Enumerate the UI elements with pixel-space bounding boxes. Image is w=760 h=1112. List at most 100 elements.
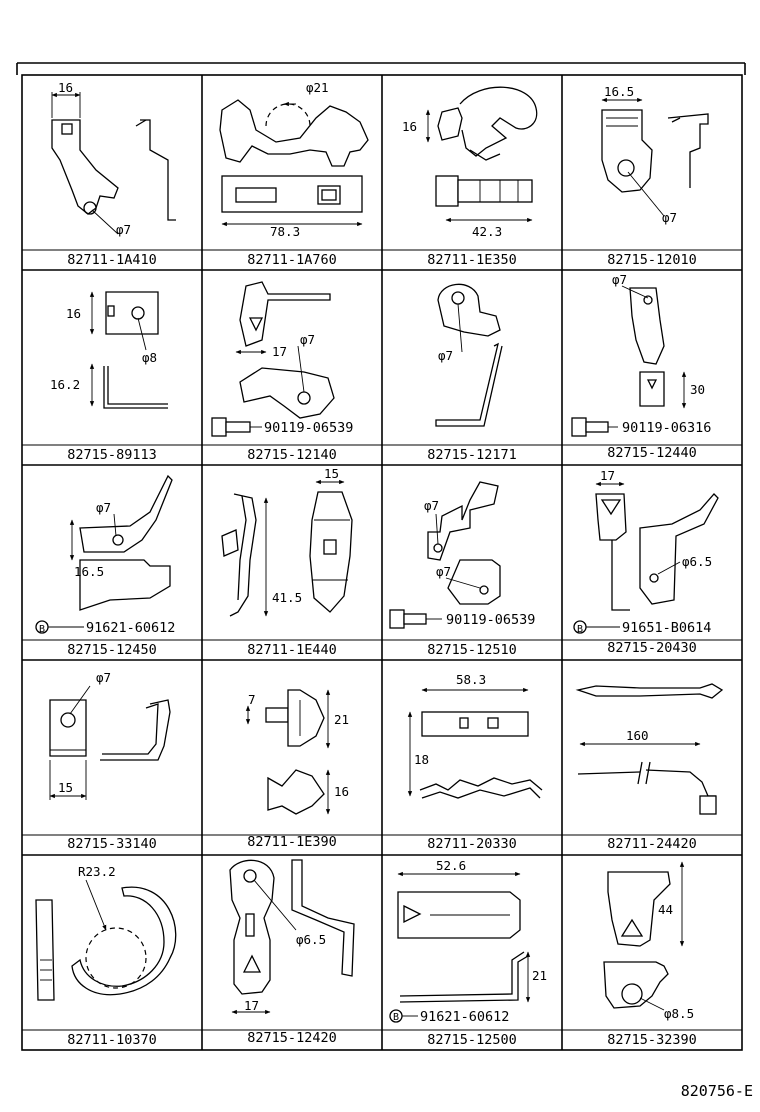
clip-drawing	[419, 711, 543, 799]
dim-radius: R23.2	[78, 864, 116, 879]
marker-badge: B	[573, 620, 587, 635]
marker-badge: B	[35, 620, 49, 635]
dim-width: 16	[58, 80, 73, 95]
svg-text:B: B	[39, 624, 45, 635]
dim-height: 21	[334, 712, 349, 727]
part-number: 82715-12450	[67, 642, 156, 658]
dim-length: 78.3	[270, 224, 300, 239]
bracket-drawing	[601, 109, 709, 193]
cell-82711-1E350: 16 42.3 82711-1E350	[402, 86, 538, 268]
cell-82715-12010: 16.5 φ7 82715-12010	[601, 84, 709, 268]
dim-height: 16	[402, 119, 417, 134]
part-number: 82715-12510	[427, 642, 516, 658]
part-number: 82715-33140	[67, 836, 156, 852]
dim-length: 160	[626, 728, 649, 743]
dim-hole: φ7	[424, 498, 439, 513]
svg-text:B: B	[577, 624, 583, 635]
dim-height: 16	[66, 306, 81, 321]
dim-hole: φ6.5	[682, 554, 712, 569]
cell-82715-12450: φ7 16.5 B 91621-60612 82715-12450	[35, 474, 175, 658]
bracket-drawing	[389, 481, 501, 629]
clamp-drawing	[219, 99, 369, 213]
cell-82711-20330: 58.3 18 82711-20330	[407, 672, 543, 852]
cell-82711-1A410: 16 φ7 82711-1A410	[51, 80, 176, 268]
part-number: 82711-1A410	[67, 252, 156, 268]
part-number: 82715-12500	[427, 1032, 516, 1048]
part-number: 82715-32390	[607, 1032, 696, 1048]
dim-width: 17	[272, 344, 287, 359]
part-number: 82711-20330	[427, 836, 516, 852]
bolt-part-number: 90119-06539	[446, 612, 535, 628]
part-number: 82711-1E440	[247, 642, 336, 658]
part-number: 82715-12440	[607, 445, 696, 461]
dim-hole: φ8.5	[664, 1006, 694, 1021]
part-number: 82715-89113	[67, 447, 156, 463]
part-number: 82711-1A760	[247, 252, 336, 268]
dim-hole: φ7	[116, 222, 131, 237]
bolt-part-number: 90119-06316	[622, 420, 711, 436]
dim-width: 15	[58, 780, 73, 795]
bolt-part-number: 90119-06539	[264, 420, 353, 436]
clip-drawing	[221, 491, 353, 617]
cell-82715-12500: 52.6 21 B 91621-60612 82715-12500	[389, 858, 547, 1048]
dim-diameter: φ21	[306, 80, 329, 95]
clamp-drawing	[51, 119, 176, 221]
dim-length: 41.5	[272, 590, 302, 605]
bolt-icon	[571, 417, 609, 437]
sheet-code: 820756-E	[681, 1082, 753, 1100]
cell-82715-12510: φ7 φ7 90119-06539 82715-12510	[389, 481, 535, 658]
cell-82711-1E390: 7 21 16 82711-1E390	[245, 689, 349, 850]
dim-length: 52.6	[436, 858, 466, 873]
dim-height-2: 16	[334, 784, 349, 799]
bracket-drawing	[103, 291, 168, 409]
part-number: 82715-12420	[247, 1030, 336, 1046]
dim-width: 16.5	[604, 84, 634, 99]
cell-82715-33140: φ7 15 82715-33140	[49, 670, 171, 852]
dim-hole: φ7	[662, 210, 677, 225]
cell-82711-1E440: 15 41.5 82711-1E440	[221, 466, 353, 658]
dim-length: 42.3	[472, 224, 502, 239]
bolt-icon	[211, 417, 251, 437]
cell-82715-89113: 16 φ8 16.2 82715-89113	[50, 291, 168, 463]
cell-82715-12440: φ7 30 90119-06316 82715-12440	[571, 272, 711, 461]
cell-82715-20430: 17 φ6.5 B 91651-B0614 82715-20430	[573, 468, 719, 656]
bracket-drawing	[397, 891, 529, 1003]
grid-frame	[16, 62, 746, 1051]
bracket-drawing	[211, 281, 335, 437]
dim-height: 30	[690, 382, 705, 397]
dim-hole: φ7	[438, 348, 453, 363]
dim-hole: φ7	[96, 500, 111, 515]
clip-drawing	[435, 86, 538, 207]
bracket-drawing	[79, 474, 173, 611]
bracket-drawing	[49, 699, 171, 761]
dim-height: 18	[414, 752, 429, 767]
dim-hole: φ6.5	[296, 932, 326, 947]
dim-width: 15	[324, 466, 339, 481]
fastener-part-number: 91621-60612	[86, 620, 175, 636]
dim-hole: φ7	[300, 332, 315, 347]
dim-height: 44	[658, 902, 673, 917]
dim-hole: φ7	[96, 670, 111, 685]
bracket-drawing	[571, 287, 665, 437]
fastener-part-number: 91621-60612	[420, 1009, 509, 1025]
cell-82715-32390: 44 φ8.5 82715-32390	[603, 861, 697, 1048]
dim-height-2: 16.2	[50, 377, 80, 392]
dim-width: 17	[244, 998, 259, 1013]
cell-82711-24420: 160 82711-24420	[575, 683, 724, 852]
dim-hole: φ7	[612, 272, 627, 287]
marker-badge: B	[389, 1009, 403, 1023]
part-number: 82715-12140	[247, 447, 336, 463]
cell-82715-12140: 17 φ7 90119-06539 82715-12140	[211, 281, 353, 463]
cable-tie-drawing	[575, 683, 724, 815]
part-number: 82715-12171	[427, 447, 516, 463]
part-number: 82715-12010	[607, 252, 696, 268]
cell-82711-1A760: φ21 78.3 82711-1A760	[219, 80, 369, 268]
part-number: 82711-24420	[607, 836, 696, 852]
dim-hole: φ8	[142, 350, 157, 365]
dim-height: 16.5	[74, 564, 104, 579]
dim-length: 58.3	[456, 672, 486, 687]
fastener-part-number: 91651-B0614	[622, 620, 711, 636]
bracket-drawing	[229, 859, 355, 995]
svg-text:B: B	[393, 1012, 399, 1023]
